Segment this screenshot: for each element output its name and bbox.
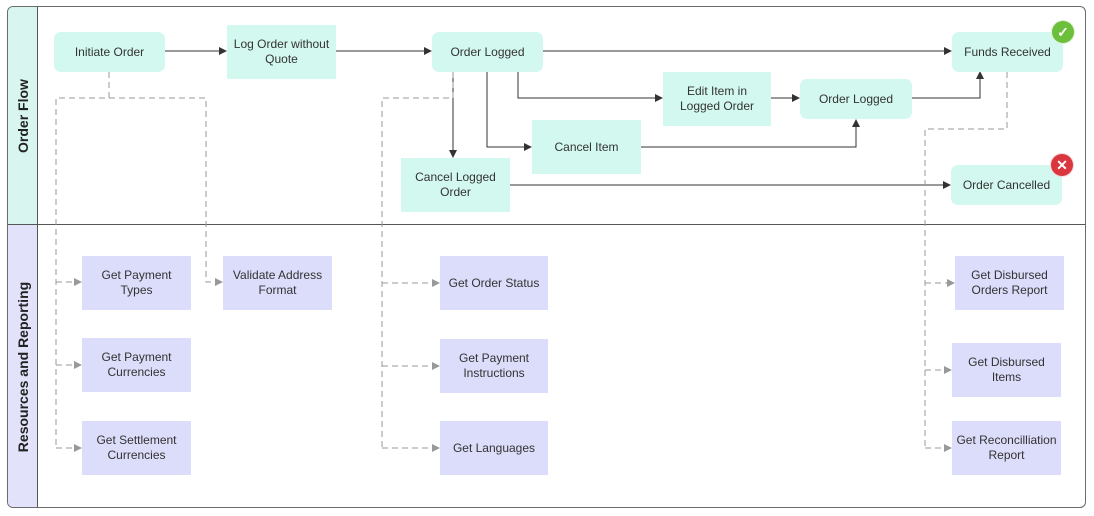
- lane-order-flow: Order Flow: [8, 7, 38, 224]
- swimlane-frame: Order Flow Resources and Reporting: [7, 6, 1086, 508]
- arrow-logged-to-cancel-item: [486, 71, 532, 151]
- node-get-languages[interactable]: Get Languages: [440, 421, 548, 475]
- node-cancel-logged-order[interactable]: Cancel Logged Order: [401, 158, 510, 212]
- node-order-logged-2[interactable]: Order Logged: [800, 79, 912, 119]
- node-order-cancelled[interactable]: Order Cancelled: [951, 165, 1062, 205]
- node-get-order-status[interactable]: Get Order Status: [440, 256, 548, 310]
- lane-divider: [8, 224, 1085, 225]
- node-get-settlement-currencies[interactable]: Get Settlement Currencies: [82, 421, 191, 475]
- check-circle-icon: ✓: [1051, 20, 1075, 44]
- x-circle-icon: ✕: [1050, 153, 1074, 177]
- arrow-logged-to-edit: [517, 71, 663, 102]
- lane-resources: Resources and Reporting: [8, 224, 38, 507]
- node-get-payment-types[interactable]: Get Payment Types: [82, 256, 191, 310]
- arrow-logged2-to-funds: [912, 71, 984, 99]
- node-get-payment-currencies[interactable]: Get Payment Currencies: [82, 338, 191, 392]
- node-get-disbursed-orders-report[interactable]: Get Disbursed Orders Report: [955, 256, 1064, 310]
- node-get-reconciliation-report[interactable]: Get Reconcilliation Report: [952, 421, 1061, 475]
- node-funds-received[interactable]: Funds Received: [952, 32, 1063, 72]
- node-initiate-order[interactable]: Initiate Order: [54, 32, 165, 72]
- node-order-logged[interactable]: Order Logged: [432, 32, 543, 72]
- node-log-order-without-quote[interactable]: Log Order without Quote: [227, 25, 336, 79]
- arrow-cancel-item-to-logged2: [641, 119, 860, 148]
- node-get-disbursed-items[interactable]: Get Disbursed Items: [952, 343, 1061, 397]
- node-get-payment-instructions[interactable]: Get Payment Instructions: [440, 339, 548, 393]
- node-validate-address-format[interactable]: Validate Address Format: [223, 256, 332, 310]
- node-edit-item[interactable]: Edit Item in Logged Order: [663, 72, 771, 126]
- node-cancel-item[interactable]: Cancel Item: [532, 120, 641, 174]
